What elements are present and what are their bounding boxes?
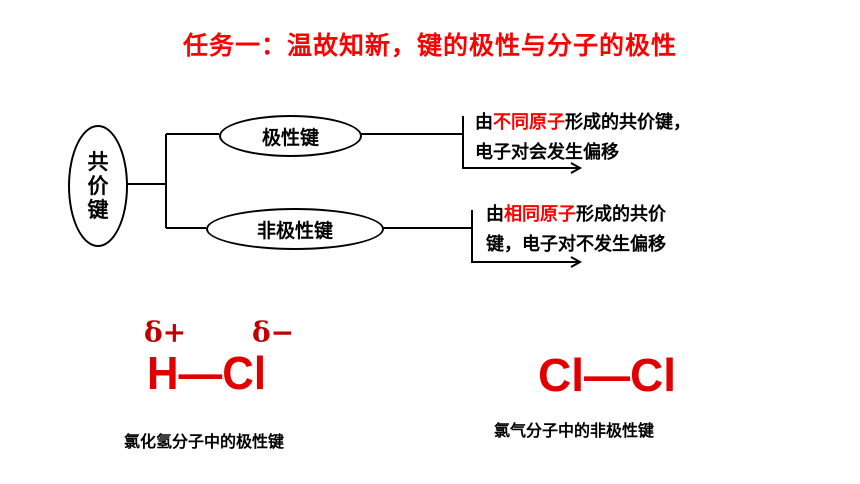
polar-bond-node: 极性键: [219, 115, 362, 157]
nonpolar-bond-label: 非极性键: [256, 219, 333, 242]
polar-description: 由不同原子形成的共价键， 电子对会发生偏移: [475, 108, 691, 168]
nonpolar-desc-line2: 键，电子对不发生偏移: [486, 234, 666, 255]
polar-highlight: 不同原子: [493, 112, 565, 133]
root-char-3: 键: [87, 198, 109, 223]
hcl-formula: H—Cl: [147, 347, 266, 399]
delta-plus: δ+: [144, 316, 187, 349]
nonpolar-highlight: 相同原子: [504, 204, 576, 225]
covalent-bond-node: 共 价 键: [68, 125, 128, 247]
nonpolar-bond-node: 非极性键: [206, 208, 384, 250]
nonpolar-description: 由相同原子形成的共价 键，电子对不发生偏移: [486, 200, 666, 260]
hcl-caption: 氯化氢分子中的极性键: [124, 432, 285, 451]
arrow-polar: [462, 116, 583, 174]
page-title: 任务一：温故知新，键的极性与分子的极性: [182, 31, 677, 60]
polar-bond-label: 极性键: [261, 126, 319, 149]
nonpolar-desc-line1: 由相同原子形成的共价: [486, 204, 666, 225]
arrow-nonpolar: [471, 210, 583, 268]
polar-desc-line1: 由不同原子形成的共价键，: [475, 112, 691, 133]
polar-desc-line2: 电子对会发生偏移: [475, 142, 619, 163]
cl2-formula: Cl—Cl: [538, 349, 676, 401]
root-char-2: 价: [87, 173, 109, 198]
delta-minus: δ−: [252, 316, 295, 349]
cl2-caption: 氯气分子中的非极性键: [494, 421, 655, 440]
root-char-1: 共: [87, 149, 109, 174]
